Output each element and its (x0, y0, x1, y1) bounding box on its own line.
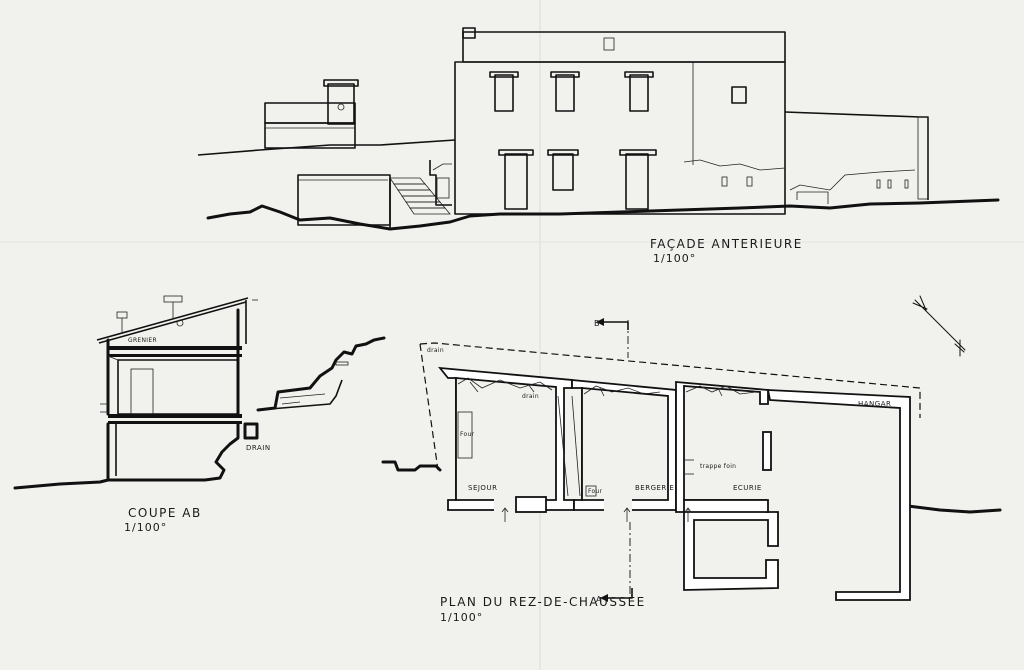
facade-title: FAÇADE ANTERIEURE (650, 237, 803, 251)
section-attic-label: GRENIER (128, 337, 157, 344)
room-label-hangar: HANGAR (858, 400, 891, 408)
section-drain-label: DRAIN (246, 444, 271, 452)
plan-drain-top-note: drain (427, 347, 444, 354)
facade-scale: 1/100° (653, 252, 696, 265)
plan-hay-trap-note: trappe foin (700, 463, 736, 470)
plan-oven-note: Four (588, 488, 603, 495)
drain-outline (419, 342, 921, 471)
section-title: COUPE AB (128, 506, 202, 520)
plan-oven-note: Four (460, 431, 475, 438)
plan-scale: 1/100° (440, 611, 483, 624)
plan-drain-inner-note: drain (522, 393, 539, 400)
section-marker-a: A (596, 595, 602, 604)
ground-floor-plan (381, 295, 1002, 602)
section-marker-b: B (594, 319, 600, 328)
section-ab (13, 295, 386, 490)
section-scale: 1/100° (124, 521, 167, 534)
facade-elevation (197, 27, 1000, 231)
room-label-bergerie: BERGERIE (635, 484, 674, 492)
room-label-ecurie: ECURIE (733, 484, 762, 492)
room-label-sejour: SEJOUR (468, 484, 497, 492)
plan-title: PLAN DU REZ-DE-CHAUSSÉE (440, 594, 646, 609)
